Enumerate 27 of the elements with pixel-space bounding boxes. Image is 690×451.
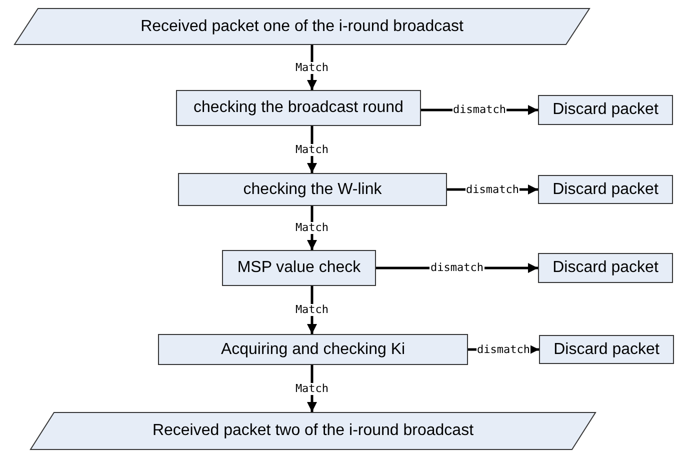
node-label: checking the broadcast round (194, 99, 404, 117)
node-label: Discard packet (552, 259, 658, 277)
node-label: Acquiring and checking Ki (220, 340, 406, 358)
edge-label: dismatch (476, 344, 531, 356)
edge-label: Match (294, 304, 330, 316)
edge-label: Match (294, 382, 330, 394)
process-box (538, 175, 673, 204)
process-box (538, 95, 673, 125)
edge-label: Match (294, 222, 330, 234)
node-label: Discard packet (552, 101, 658, 119)
node-label: Discard packet (552, 180, 658, 198)
node-label: Discard packet (554, 340, 660, 358)
edge-label: dismatch (452, 104, 507, 116)
edge-label: dismatch (465, 184, 520, 196)
process-box (222, 250, 376, 286)
edge-label: Match (294, 62, 330, 74)
edge-label: Match (294, 144, 330, 156)
process-box (539, 335, 674, 364)
process-box (178, 173, 447, 206)
node-label: Received packet one of the i-round broadcast (140, 18, 464, 36)
node-label: MSP value check (237, 259, 361, 277)
edge-label: dismatch (430, 262, 484, 274)
node-label: checking the W-link (243, 180, 382, 198)
process-box (158, 334, 468, 365)
process-box (176, 90, 421, 126)
node-label: Received packet two of the i-round broadcast (152, 422, 474, 440)
process-box (538, 253, 673, 283)
